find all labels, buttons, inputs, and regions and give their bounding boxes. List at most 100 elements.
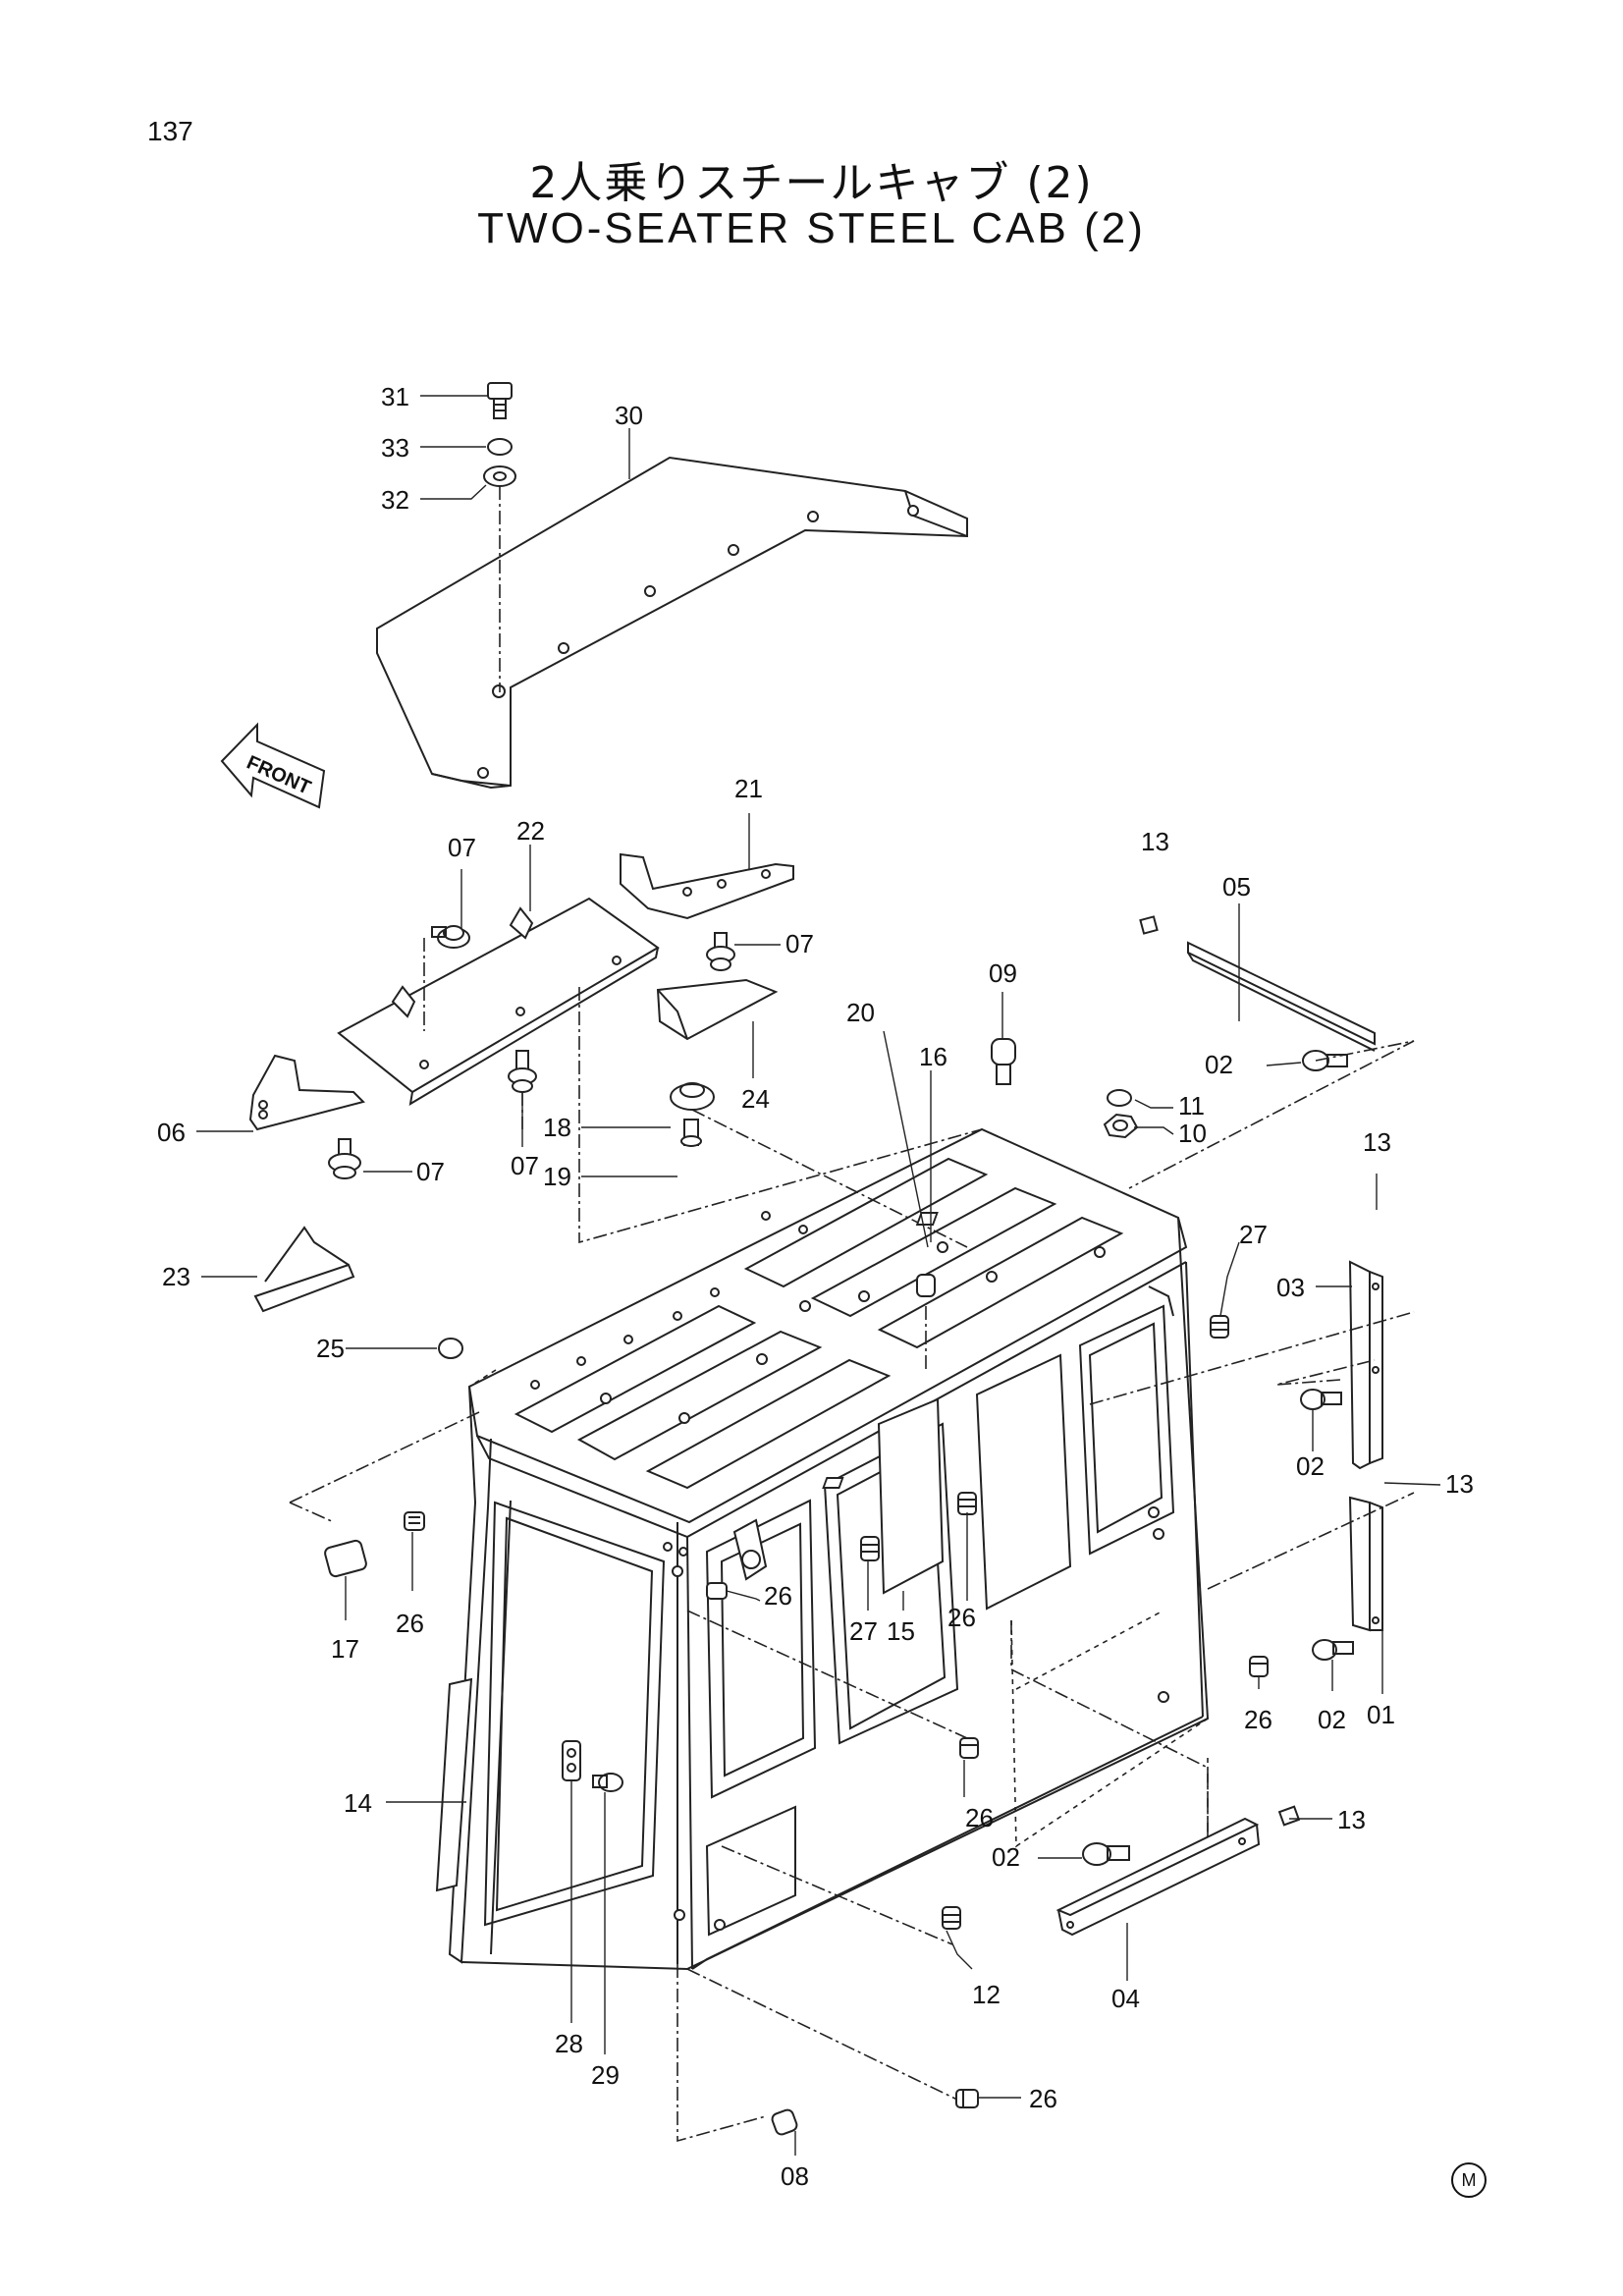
callout-10: 10 [1178,1119,1207,1148]
seal-13-right-upper [915,1212,939,1226]
callout-20: 20 [846,998,875,1027]
manufacturer-mark: M [1451,2162,1487,2198]
bracket-part-21 [620,852,794,920]
callout-26-left: 26 [396,1609,424,1638]
cover-part-24 [656,978,779,1041]
page-number: 137 [147,116,193,146]
flange-bolt-07-lower [508,1050,537,1093]
callout-28: 28 [555,2029,583,2058]
callout-11: 11 [1178,1091,1205,1121]
callout-13-right-middle: 13 [1445,1469,1474,1499]
pin-08 [771,2108,798,2136]
callout-27-right: 27 [1239,1220,1268,1249]
stay-part-04 [1055,1817,1261,1937]
grommet-26-d [1249,1656,1269,1677]
callout-02-right-lower: 02 [1318,1705,1346,1734]
callout-07-center: 07 [785,929,814,958]
callout-labels: 31 33 32 30 21 07 22 07 09 20 16 24 13 0… [157,382,1474,2191]
bolt-29 [592,1773,623,1792]
lock-washer-33 [487,438,513,456]
callout-32: 32 [381,485,409,515]
callout-16: 16 [919,1042,947,1071]
callout-33: 33 [381,433,409,463]
front-direction-arrow: FRONT [220,722,326,809]
plate-part-22 [337,897,660,1106]
callout-03: 03 [1276,1273,1305,1302]
callout-07-left: 07 [416,1157,445,1186]
callout-31: 31 [381,382,409,411]
callout-07-upper: 07 [448,833,476,862]
callout-13-top: 13 [1141,827,1169,856]
front-arrow-label: FRONT [243,752,314,799]
bolt-31 [487,382,513,419]
callout-26-bottom: 26 [1029,2084,1057,2113]
bracket-part-06 [248,1054,365,1131]
bolt-02-lower [1082,1842,1130,1866]
seal-13-top [1139,915,1159,935]
callout-04: 04 [1111,1984,1140,2013]
stay-part-03 [1348,1260,1383,1470]
washer-32 [483,465,516,487]
grommet-26-e [959,1737,979,1759]
washer-11 [1107,1089,1132,1107]
callout-30: 30 [615,401,643,430]
flange-bolt-07-upper [431,925,470,949]
callout-19: 19 [543,1162,571,1191]
callout-26-front: 26 [764,1581,792,1611]
cab-frame [435,1127,1210,1971]
bolt-02-upper [1302,1050,1348,1071]
pin-part-09 [991,1038,1016,1085]
callout-26-right: 26 [1244,1705,1272,1734]
callout-02-right-upper: 02 [1296,1451,1325,1481]
grommet-26-b [706,1582,728,1600]
callout-07-lower: 07 [511,1151,539,1180]
callout-26-center: 26 [947,1603,976,1632]
bolt-02-right-upper [1300,1389,1342,1410]
grommet-12 [942,1906,961,1930]
bolt-02-right-lower [1312,1639,1354,1661]
callout-12: 12 [972,1980,1001,2009]
callout-09: 09 [989,958,1017,988]
grommet-26-f [955,2089,979,2108]
bolt-19 [680,1119,702,1147]
callout-15: 15 [887,1616,915,1646]
grommet-27-a [1210,1315,1229,1339]
cap-17 [324,1539,367,1578]
callout-02-lower: 02 [992,1842,1020,1872]
callout-13-lower: 13 [1337,1805,1366,1834]
callout-17: 17 [331,1634,359,1664]
callout-29: 29 [591,2060,620,2090]
callout-02-upper: 02 [1205,1050,1233,1079]
grommet-26-c [957,1492,977,1515]
callout-22: 22 [516,816,545,846]
callout-06: 06 [157,1118,186,1147]
plug-25 [438,1338,463,1359]
flange-bolt-07-center [706,932,735,971]
callout-14: 14 [344,1788,372,1818]
callout-21: 21 [734,774,763,803]
callout-26-mid: 26 [965,1803,994,1832]
pin-20 [916,1274,936,1297]
bar-part-05 [1187,941,1376,1052]
wedge-part-23 [253,1226,355,1313]
grommet-27-b [860,1536,880,1561]
nut-10 [1103,1113,1139,1139]
stay-part-01 [1348,1496,1383,1632]
title-english: TWO-SEATER STEEL CAB (2) [477,204,1146,252]
seal-13-right-middle [822,1477,844,1489]
callout-24: 24 [741,1084,770,1114]
callout-23: 23 [162,1262,190,1291]
rubber-mount-18 [670,1082,715,1111]
grommet-26-a [404,1511,425,1531]
callout-05: 05 [1222,872,1251,902]
callout-18: 18 [543,1113,571,1142]
seal-13-lower [1277,1805,1301,1827]
leader-lines [196,395,1441,2156]
callout-01: 01 [1367,1700,1395,1729]
callout-13-right-upper: 13 [1363,1127,1391,1157]
callout-25: 25 [316,1334,345,1363]
roof-cover-part-30 [376,456,968,790]
flange-bolt-07-left [328,1138,361,1179]
callout-08: 08 [781,2161,809,2191]
